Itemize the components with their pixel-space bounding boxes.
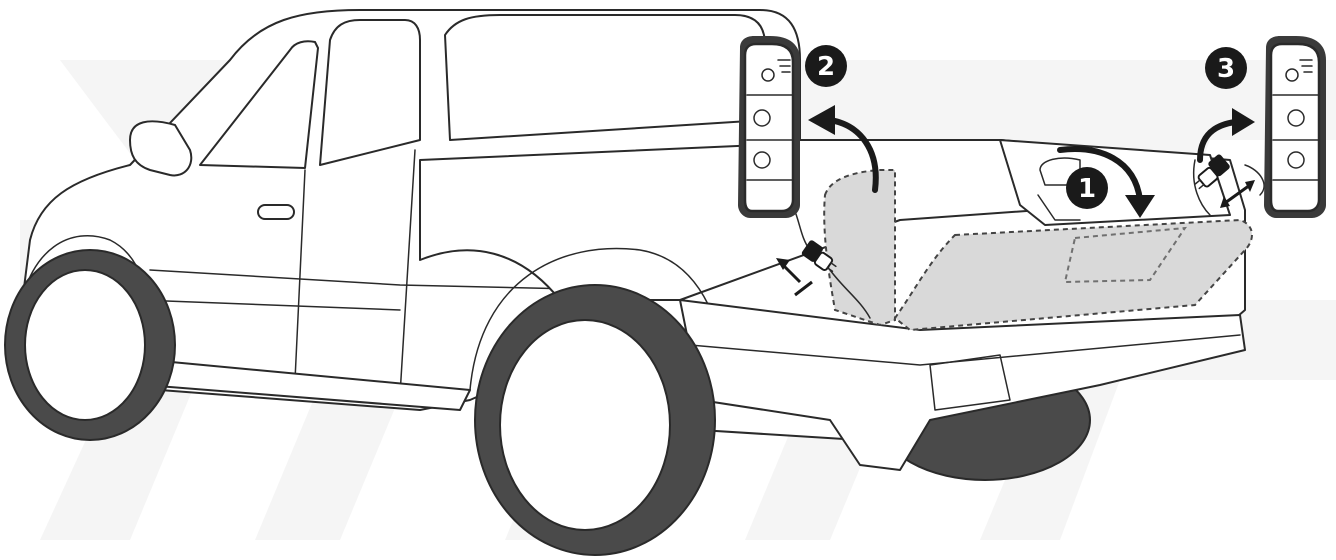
front-door-window <box>199 40 319 169</box>
left-disconnect-arrows-icon <box>776 258 813 297</box>
left-lamp-wire <box>829 269 871 319</box>
right-connector-icon <box>1194 154 1230 190</box>
left-lamp-cavity <box>823 169 896 327</box>
right-lamp-wire <box>1193 159 1211 216</box>
right-disconnect-arrows-icon <box>1220 180 1255 208</box>
door-line-rear <box>399 149 416 396</box>
tailgate-latch <box>1037 194 1081 221</box>
bumper-step <box>929 354 1011 411</box>
arrow-step-3-icon <box>1197 119 1238 163</box>
step-badge-2: 2 <box>805 45 847 87</box>
side-mirror <box>129 120 193 177</box>
body-crease <box>149 269 621 291</box>
body-crease-lower <box>139 299 401 311</box>
left-tail-lamp-icon <box>738 36 800 218</box>
wiring <box>776 154 1265 319</box>
right-tail-lamp-icon <box>1264 36 1326 218</box>
step-badge-3: 3 <box>1205 47 1247 89</box>
arrow-step-2-icon <box>827 117 879 193</box>
step-badge-3-label: 3 <box>1217 54 1235 84</box>
step-arrows <box>808 105 1255 218</box>
step-badge-2-label: 2 <box>817 52 835 82</box>
bumper-crease <box>689 334 1241 366</box>
door-handle <box>257 204 295 220</box>
right-lamp-cavity <box>1063 226 1188 284</box>
highlight-areas <box>823 169 1253 332</box>
step-badge-1: 1 <box>1066 167 1108 209</box>
rear-door-window <box>319 19 421 166</box>
right-harness-wire <box>1244 164 1265 196</box>
step-badge-1-label: 1 <box>1078 174 1096 204</box>
door-line-front <box>294 169 306 381</box>
left-connector-icon <box>801 240 837 273</box>
pickup-truck <box>4 9 1246 556</box>
arrow-step-1-icon <box>1057 146 1143 203</box>
tailgate-area <box>999 139 1231 226</box>
front-rim <box>24 269 146 421</box>
rear-near-rim <box>499 319 671 531</box>
rear-window <box>444 14 766 141</box>
rear-bumper <box>679 299 1246 471</box>
